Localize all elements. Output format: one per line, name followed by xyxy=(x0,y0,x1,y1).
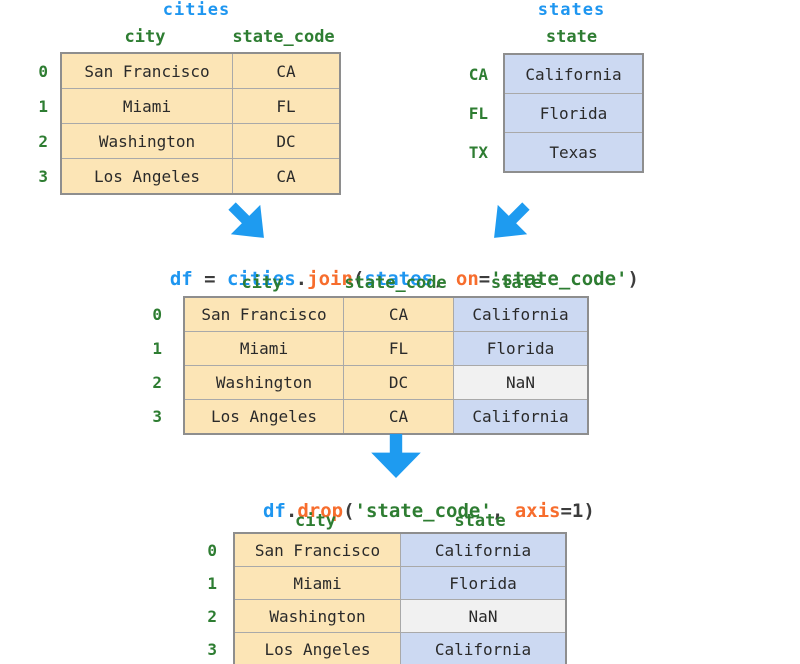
table-cell: NaN xyxy=(454,366,587,399)
table-cell: CA xyxy=(344,400,453,433)
table-cell: DC xyxy=(344,366,453,399)
code-token: on xyxy=(455,268,479,290)
table-cell: Miami xyxy=(185,332,343,365)
code-token: ( xyxy=(352,268,365,290)
code-token: = xyxy=(192,268,228,290)
code-token: 'state_code' xyxy=(490,268,628,290)
result-index-column: 0 1 2 3 xyxy=(185,534,217,664)
table-cell: California xyxy=(505,55,642,93)
table-cell: Texas xyxy=(505,133,642,171)
code-token: df xyxy=(169,268,193,290)
row-index: 2 xyxy=(207,607,217,626)
row-index: 0 xyxy=(207,541,217,560)
table-cell: CA xyxy=(233,159,339,193)
states-index-column: CA FL TX xyxy=(420,55,488,172)
code-token: = xyxy=(478,268,491,290)
row-index: FL xyxy=(468,104,488,123)
states-header-row: state xyxy=(503,24,640,50)
row-index: 2 xyxy=(152,373,162,392)
code-token: cities xyxy=(227,268,296,290)
table-cell: Los Angeles xyxy=(235,633,400,664)
table-cell: Miami xyxy=(235,567,400,599)
row-index: 1 xyxy=(152,339,162,358)
code-token: drop xyxy=(297,500,344,522)
joined-table: San Francisco CA California Miami FL Flo… xyxy=(183,296,589,435)
code-token: , xyxy=(491,500,515,522)
column-header-city: city xyxy=(124,27,166,47)
table-cell: Washington xyxy=(185,366,343,399)
code-token: . xyxy=(295,268,308,290)
row-index: 0 xyxy=(38,62,48,81)
table-cell: FL xyxy=(233,89,339,123)
code-token: , xyxy=(432,268,456,290)
column-header-city: city xyxy=(295,511,336,531)
table-cell: Miami xyxy=(62,89,232,123)
states-table: California Florida Texas xyxy=(503,53,644,173)
code-token: 'state_code' xyxy=(354,500,492,522)
arrow-down-icon xyxy=(371,434,421,478)
column-header-city: city xyxy=(241,273,283,293)
column-header-state-code: state_code xyxy=(232,27,335,47)
table-cell: NaN xyxy=(401,600,565,632)
row-index: CA xyxy=(468,65,488,84)
table-cell: California xyxy=(454,400,587,433)
code-token: ( xyxy=(343,500,355,522)
column-header-state-code: state_code xyxy=(344,273,447,293)
code-token: axis xyxy=(514,500,561,522)
row-index: TX xyxy=(468,143,488,162)
code-token: =1) xyxy=(560,500,595,522)
code-token: join xyxy=(307,268,353,290)
table-cell: DC xyxy=(233,124,339,158)
table-cell: Florida xyxy=(454,332,587,365)
result-table: San Francisco California Miami Florida W… xyxy=(233,532,567,664)
joined-header-row: city state_code state xyxy=(183,270,583,296)
table-cell: Florida xyxy=(505,94,642,132)
result-header-row: city state xyxy=(233,508,562,534)
column-header-state: state xyxy=(545,27,598,47)
arrow-down-right-icon xyxy=(228,202,264,238)
table-cell: San Francisco xyxy=(185,298,343,331)
cities-table: San Francisco CA Miami FL Washington DC … xyxy=(60,52,341,195)
row-index: 1 xyxy=(207,574,217,593)
table-cell: Los Angeles xyxy=(185,400,343,433)
column-header-state: state xyxy=(454,511,506,531)
table-cell: Washington xyxy=(62,124,232,158)
cities-index-column: 0 1 2 3 xyxy=(15,54,48,194)
column-header-state: state xyxy=(490,273,543,293)
table-cell: FL xyxy=(344,332,453,365)
row-index: 3 xyxy=(207,640,217,659)
row-index: 1 xyxy=(38,97,48,116)
code-token: df xyxy=(262,500,286,522)
code-token: ) xyxy=(627,268,639,290)
arrow-down-left-icon xyxy=(494,202,530,238)
row-index: 0 xyxy=(152,305,162,324)
table-cell: CA xyxy=(233,54,339,88)
row-index: 2 xyxy=(38,132,48,151)
code-token: states xyxy=(364,268,433,290)
table-cell: San Francisco xyxy=(62,54,232,88)
drop-code: df.drop('state_code', axis=1) xyxy=(0,478,800,544)
code-token: . xyxy=(285,500,298,522)
joined-index-column: 0 1 2 3 xyxy=(130,298,162,434)
table-cell: California xyxy=(401,534,565,566)
join-code: df = cities.join(states, on='state_code'… xyxy=(0,246,763,312)
table-cell: San Francisco xyxy=(235,534,400,566)
table-cell: Los Angeles xyxy=(62,159,232,193)
table-cell: California xyxy=(401,633,565,664)
cities-table-title: cities xyxy=(162,0,231,20)
table-cell: California xyxy=(454,298,587,331)
row-index: 3 xyxy=(38,167,48,186)
cities-header-row: city state_code xyxy=(60,24,337,50)
table-cell: Washington xyxy=(235,600,400,632)
row-index: 3 xyxy=(152,407,162,426)
states-table-title: states xyxy=(537,0,606,20)
table-cell: Florida xyxy=(401,567,565,599)
table-cell: CA xyxy=(344,298,453,331)
